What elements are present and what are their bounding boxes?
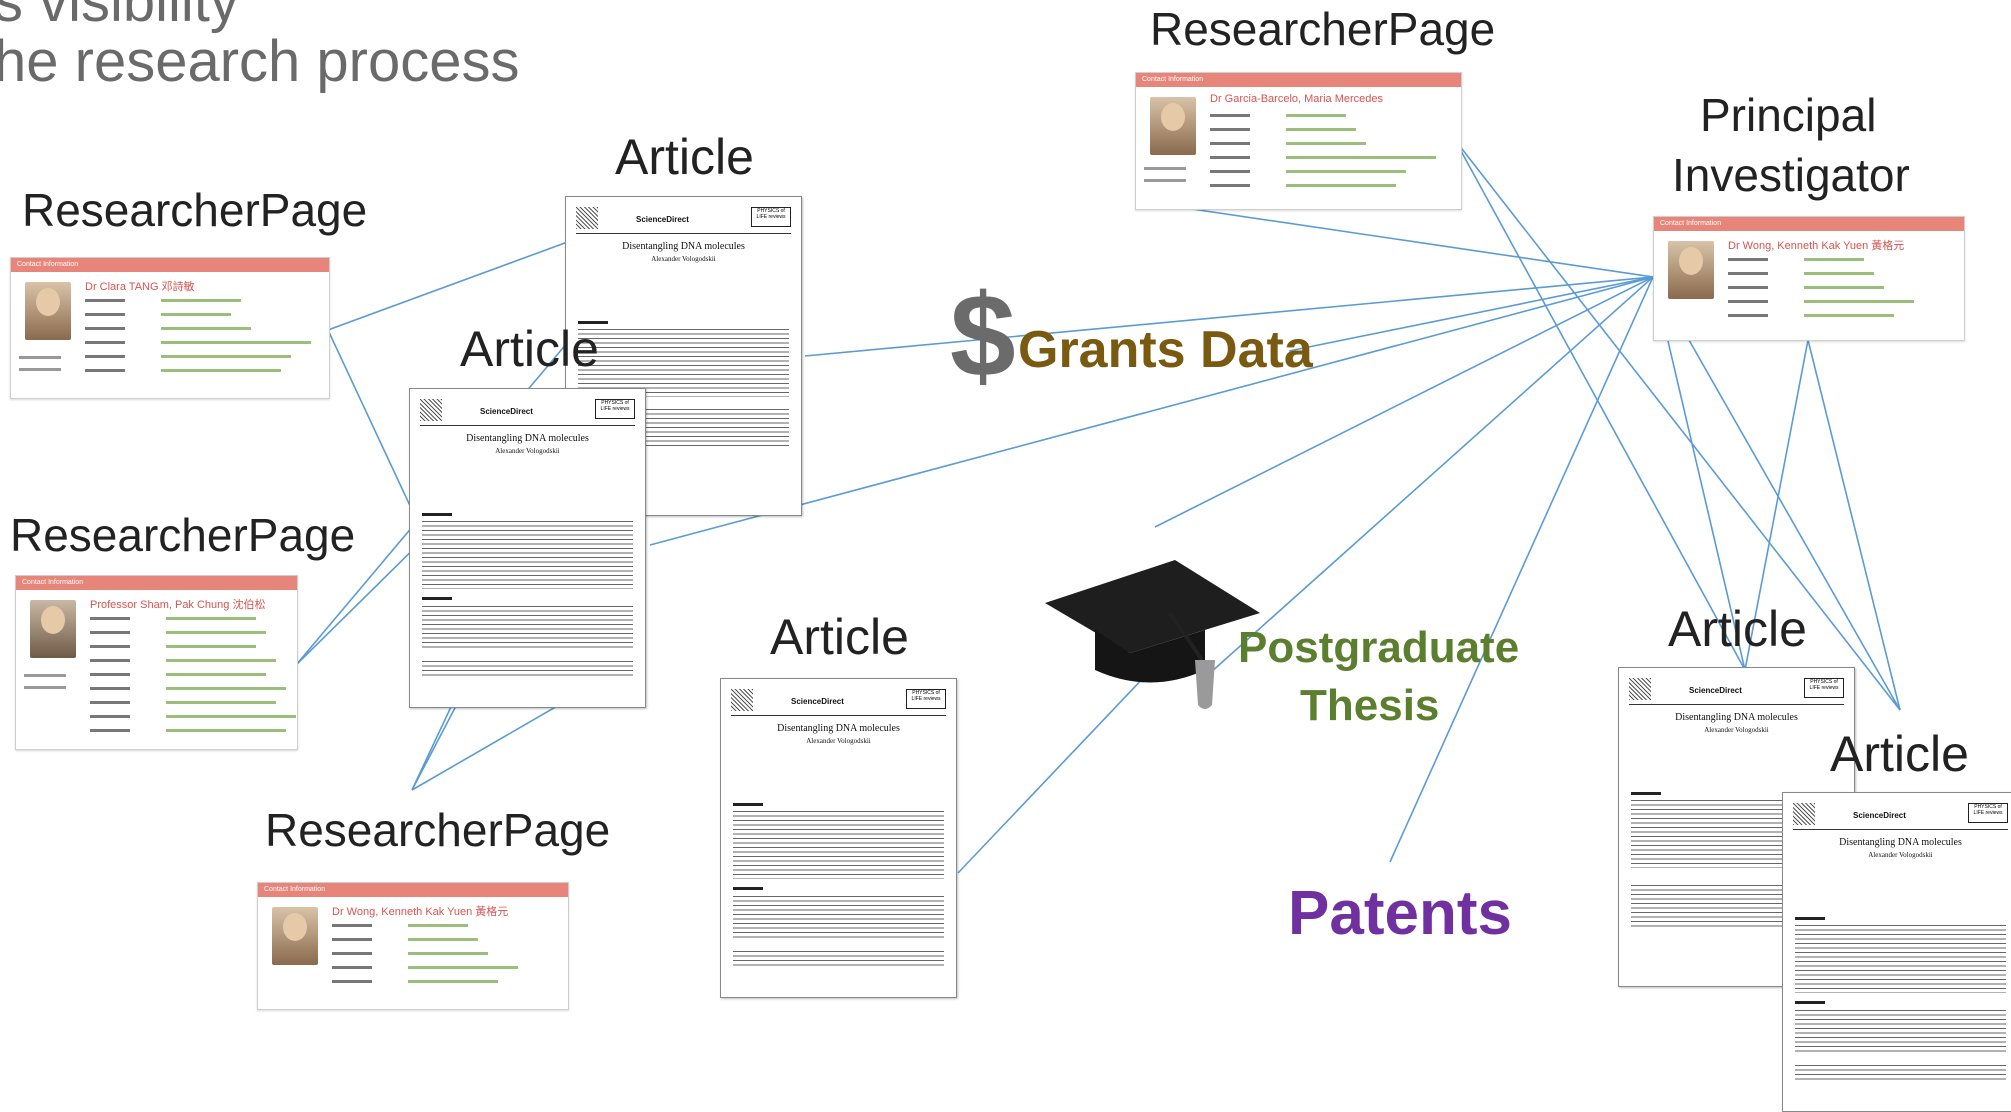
article-journal: PHYSICS of LIFE reviews [1804, 678, 1844, 698]
connector-pi-bottom-r2 [1807, 339, 1901, 711]
article-thumbnail-right2[interactable]: ScienceDirect PHYSICS of LIFE reviews Dis… [1782, 792, 2011, 1112]
researcher-name[interactable]: Professor Sham, Pak Chung 沈伯松 [90, 599, 266, 611]
article-author: Alexander Vologodskii [1868, 851, 1933, 859]
researcher-card-garcia[interactable]: Contact Information Dr Garcia-Barcelo, M… [1135, 72, 1462, 210]
label-article-right1: Article [1668, 601, 1807, 657]
connector-pi-article-r2 [1652, 276, 1901, 711]
connector-article-center-thesis [957, 672, 1149, 874]
graduation-cap-icon [1045, 560, 1260, 709]
article-title: Disentangling DNA molecules [466, 433, 589, 444]
card-header: Contact Information [264, 886, 326, 893]
label-article-right2: Article [1830, 726, 1969, 782]
article-title: Disentangling DNA molecules [777, 723, 900, 734]
article-journal: PHYSICS of LIFE reviews [595, 399, 635, 419]
article-title: Disentangling DNA molecules [622, 241, 745, 252]
avatar [30, 600, 76, 658]
avatar [1150, 97, 1196, 155]
article-brand: ScienceDirect [1853, 811, 1906, 820]
connector-pi-garcia [1164, 204, 1654, 278]
label-researcher-top-right: ResearcherPage [1150, 3, 1496, 55]
connector-pi-article-mid [649, 276, 1654, 546]
article-thumbnail-mid[interactable]: ScienceDirect PHYSICS of LIFE reviews Dis… [409, 388, 646, 708]
heading-line1: s visibility [0, 0, 239, 34]
connector-pi-patents [1389, 276, 1654, 863]
label-patents: Patents [1288, 879, 1512, 948]
researcher-card-sham[interactable]: Contact Information Professor Sham, Pak … [15, 575, 298, 750]
article-title: Disentangling DNA molecules [1675, 712, 1798, 723]
article-author: Alexander Vologodskii [495, 447, 560, 455]
researcher-name[interactable]: Dr Garcia-Barcelo, Maria Mercedes [1210, 93, 1383, 105]
label-researcher-bottom: ResearcherPage [265, 804, 611, 856]
connector-pi-article-top [804, 276, 1654, 357]
researcher-name[interactable]: Dr Wong, Kenneth Kak Yuen 黃格元 [1728, 240, 1905, 252]
article-journal: PHYSICS of LIFE reviews [751, 207, 791, 227]
article-brand: ScienceDirect [636, 215, 689, 224]
researcher-card-pi[interactable]: Contact Information Dr Wong, Kenneth Kak… [1653, 216, 1965, 341]
connector-tang-article-mid [327, 329, 413, 511]
article-author: Alexander Vologodskii [806, 737, 871, 745]
article-journal: PHYSICS of LIFE reviews [906, 689, 946, 709]
connector-garcia-article-r1 [1454, 139, 1746, 671]
article-brand: ScienceDirect [791, 697, 844, 706]
avatar [272, 907, 318, 965]
heading-line2: he research process [0, 29, 520, 94]
researcher-card-wong[interactable]: Contact Information Dr Wong, Kenneth Kak… [257, 882, 569, 1010]
article-author: Alexander Vologodskii [1704, 726, 1769, 734]
connector-garcia-article-r2 [1454, 139, 1901, 711]
card-header: Contact Information [22, 579, 84, 586]
article-thumbnail-center[interactable]: ScienceDirect PHYSICS of LIFE reviews Dis… [720, 678, 957, 998]
avatar [1668, 241, 1714, 299]
researcher-card-tang[interactable]: Contact Information Dr Clara TANG 邓詩敏 [10, 257, 330, 399]
label-grants: Grants Data [1018, 321, 1313, 379]
article-journal: PHYSICS of LIFE reviews [1968, 803, 2008, 823]
label-postgraduate-line2: Thesis [1300, 681, 1440, 730]
article-title: Disentangling DNA molecules [1839, 837, 1962, 848]
connector-pi-thesis-upper [1154, 276, 1654, 528]
connector-pi-article-r1 [1652, 276, 1746, 671]
label-article-mid: Article [460, 321, 599, 377]
label-article-top: Article [615, 129, 754, 185]
card-header: Contact Information [17, 261, 79, 268]
card-header: Contact Information [1142, 76, 1204, 83]
researcher-name[interactable]: Dr Clara TANG 邓詩敏 [85, 281, 195, 293]
connector-pi-thesis [1209, 276, 1654, 674]
label-pi-line1: Principal [1700, 89, 1877, 141]
avatar [25, 282, 71, 340]
article-brand: ScienceDirect [480, 407, 533, 416]
label-researcher-left-top: ResearcherPage [22, 184, 368, 236]
card-header: Contact Information [1660, 220, 1722, 227]
label-article-center: Article [770, 609, 909, 665]
connector-pi-bottom-r1 [1744, 339, 1809, 671]
dollar-icon: $ [950, 270, 1016, 402]
connector-pi-grants [1288, 276, 1654, 352]
article-brand: ScienceDirect [1689, 686, 1742, 695]
label-researcher-left-mid: ResearcherPage [10, 509, 356, 561]
article-author: Alexander Vologodskii [651, 255, 716, 263]
label-postgraduate-line1: Postgraduate [1238, 623, 1520, 672]
label-pi-line2: Investigator [1672, 149, 1910, 201]
researcher-name[interactable]: Dr Wong, Kenneth Kak Yuen 黃格元 [332, 906, 509, 918]
